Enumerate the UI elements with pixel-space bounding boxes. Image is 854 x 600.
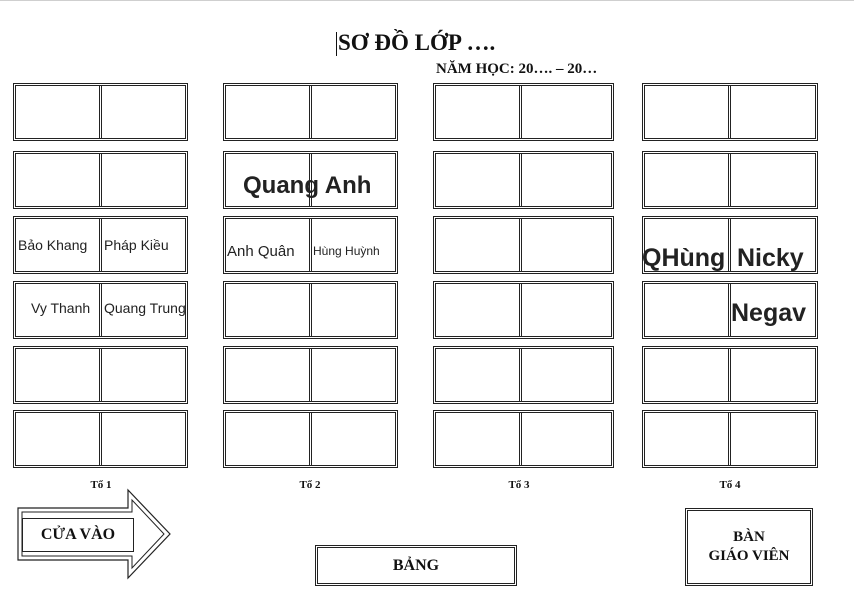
desk-group4-row3 [642, 216, 818, 274]
teacher-desk: BÀN GIÁO VIÊN [685, 508, 813, 586]
desk-group3-row3 [433, 216, 614, 274]
entrance-label: CỬA VÀO [22, 518, 134, 552]
group-label-2: Tổ 2 [299, 479, 321, 491]
desk-group4-row2 [642, 151, 818, 209]
desk-group2-row2 [223, 151, 398, 209]
desk-group2-row5 [223, 346, 398, 404]
desk-group1-row6 [13, 410, 188, 468]
student-name: Negav [731, 299, 807, 327]
desk-group2-row3 [223, 216, 398, 274]
student-name: Bảo Khang [18, 237, 88, 253]
page-title: SƠ ĐỒ LỚP …. [338, 30, 496, 55]
student-name: Hùng Huỳnh [313, 244, 380, 258]
student-name: Quang Trung [104, 300, 186, 316]
teacher-desk-line2: GIÁO VIÊN [708, 548, 790, 564]
desk-group3-row2 [433, 151, 614, 209]
student-name: Anh Quân [227, 243, 295, 260]
desk-group1-row1 [13, 83, 188, 141]
desk-group2-row1 [223, 83, 398, 141]
student-name: Vy Thanh [31, 300, 91, 316]
student-name: Pháp Kiều [104, 237, 169, 253]
teacher-desk-line1: BÀN [733, 528, 765, 545]
top-border-line [0, 0, 854, 1]
desk-group1-row2 [13, 151, 188, 209]
board-label: BẢNG [315, 545, 517, 586]
desk-group4-row1 [642, 83, 818, 141]
desk-group4-row4 [642, 281, 818, 339]
desk-group1-row3 [13, 216, 188, 274]
desk-group3-row6 [433, 410, 614, 468]
group-label-4: Tổ 4 [719, 479, 741, 491]
student-name: Quang Anh [243, 172, 372, 199]
student-name: QHùng [642, 244, 726, 272]
desk-group2-row6 [223, 410, 398, 468]
school-year: NĂM HỌC: 20…. – 20… [436, 61, 598, 77]
desk-group3-row4 [433, 281, 614, 339]
group-label-3: Tổ 3 [508, 479, 530, 491]
desk-group2-row4 [223, 281, 398, 339]
student-name: Nicky [737, 244, 804, 272]
desk-group1-row5 [13, 346, 188, 404]
desk-group3-row1 [433, 83, 614, 141]
group-label-1: Tổ 1 [90, 479, 112, 491]
desk-group1-row4 [13, 281, 188, 339]
desk-group4-row6 [642, 410, 818, 468]
desk-group4-row5 [642, 346, 818, 404]
text-cursor [336, 32, 337, 56]
desk-group3-row5 [433, 346, 614, 404]
